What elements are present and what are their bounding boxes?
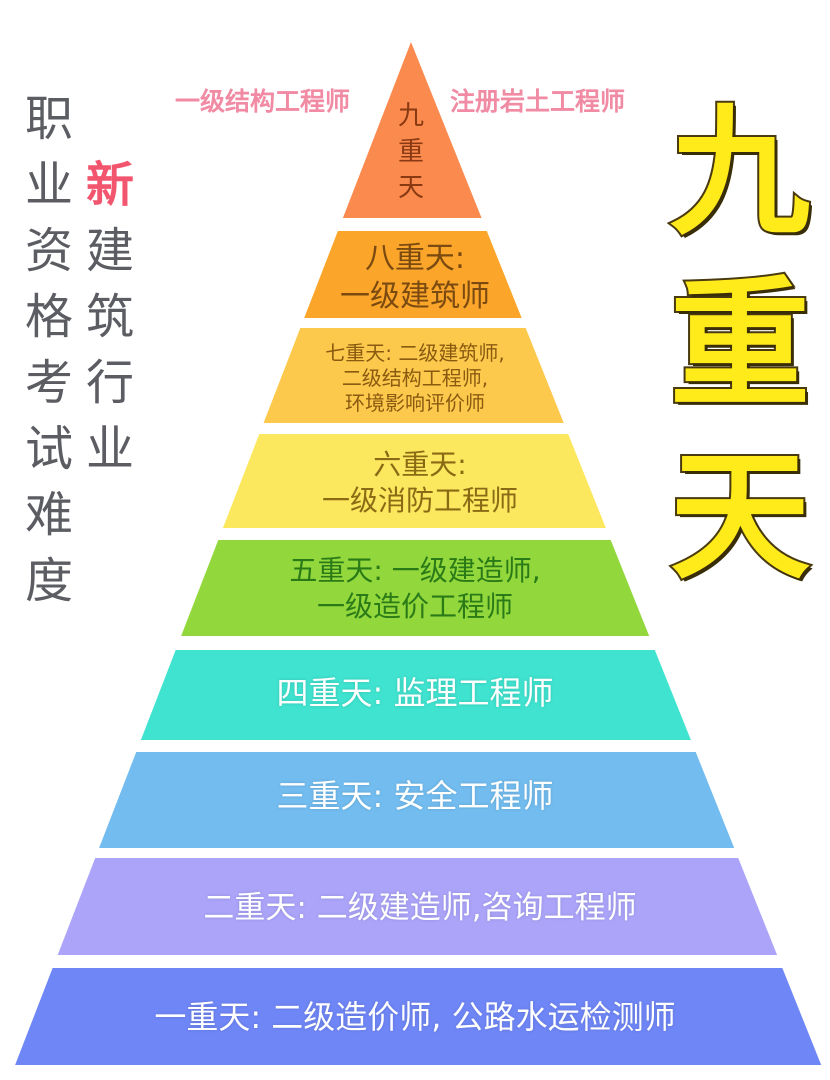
tier-3-label: 三重天: 安全工程师 [276, 777, 554, 815]
left-title-char: 度 [25, 553, 74, 609]
tier-8-shape [304, 231, 522, 318]
tier-7-shape [263, 328, 564, 423]
top-note-right: 注册岩土工程师 [450, 87, 626, 116]
tier-1-shape [15, 968, 822, 1065]
left-title-char: 试 [25, 421, 74, 477]
tier-6-shape [222, 434, 606, 528]
tier-4-label: 四重天: 监理工程师 [276, 674, 554, 712]
subtitle-char: 业 [86, 421, 135, 477]
subtitle-char: 建 [86, 223, 135, 279]
left-title-char: 业 [25, 157, 74, 213]
tier-9-label: 九 重 天 [397, 101, 424, 203]
big-title-char: 重 [668, 262, 812, 429]
left-title-char: 难 [25, 487, 74, 543]
left-title-char: 格 [25, 289, 74, 345]
tier-1-label: 一重天: 二级造价师, 公路水运检测师 [154, 998, 676, 1036]
subtitle-char: 筑 [86, 289, 135, 345]
tier-4-shape [140, 650, 691, 740]
subtitle-char-highlight: 新 [86, 157, 135, 213]
subtitle-char: 行 [86, 355, 135, 411]
right-vertical-subtitle: 新 建 筑 行 业 [86, 152, 134, 482]
left-title-char: 考 [25, 355, 74, 411]
tier-5-label: 五重天: 一级建造师, 一级造价工程师 [289, 554, 541, 623]
tier-2-shape [57, 858, 778, 955]
tier-7-label: 七重天: 二级建筑师, 二级结构工程师, 环境影响评价师 [325, 341, 505, 415]
tier-5-shape [181, 540, 650, 636]
tier-9-shape [342, 42, 482, 218]
left-vertical-title: 职 业 资 格 考 试 难 度 [25, 86, 73, 614]
left-title-char: 职 [25, 91, 74, 147]
left-title-char: 资 [25, 223, 74, 279]
big-title-char: 天 [668, 434, 812, 601]
tier-8-label: 八重天: 一级建筑师 [340, 241, 490, 314]
big-title-char: 九 [668, 90, 812, 257]
tier-2-label: 二重天: 二级建造师,咨询工程师 [203, 890, 637, 926]
top-note-left: 一级结构工程师 [175, 87, 351, 116]
tier-6-label: 六重天: 一级消防工程师 [321, 448, 518, 517]
big-title: 九 重 天 [660, 88, 820, 604]
tier-3-shape [99, 752, 735, 848]
